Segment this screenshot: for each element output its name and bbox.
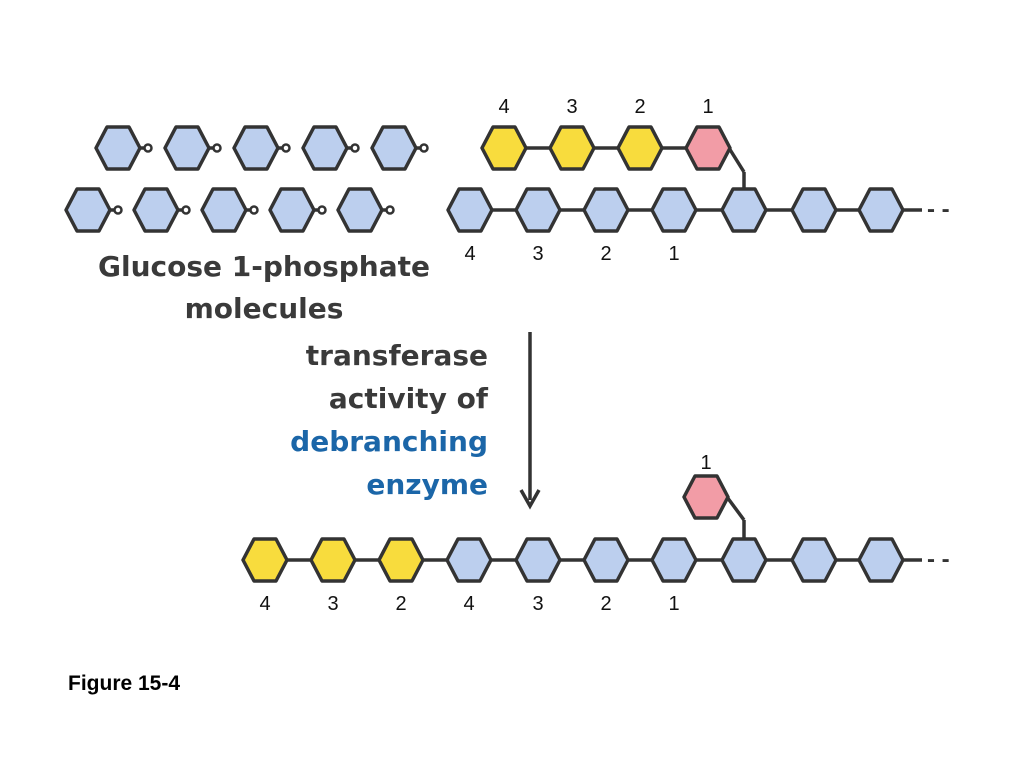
top-chain-continuation: - - <box>927 196 950 223</box>
top-branch-label-3: 3 <box>566 96 577 118</box>
enzyme-label-line3: debranching <box>290 425 488 458</box>
top-branch-label-2: 2 <box>634 96 645 118</box>
phosphate-group-8 <box>317 205 327 215</box>
figure-label: Figure 15-4 <box>68 672 181 695</box>
top-branch-label-4: 4 <box>498 96 509 118</box>
phosphate-group-9 <box>385 205 395 215</box>
top-chain-label-3: 3 <box>532 243 543 265</box>
free-glucose-1-phosphate-0 <box>94 125 142 171</box>
reaction-arrow <box>519 332 541 510</box>
bottom-main-glucose-3 <box>445 537 493 583</box>
bottom-chain-label-b4: 4 <box>463 593 474 615</box>
glucose-label-line1: Glucose 1-phosphate <box>98 250 430 283</box>
bottom-main-glucose-9 <box>857 537 905 583</box>
phosphate-group-5 <box>113 205 123 215</box>
top-main-glucose-6 <box>857 187 905 233</box>
bottom-main-glucose-1 <box>309 537 357 583</box>
bottom-main-glucose-6 <box>650 537 698 583</box>
top-branch-labels: 4 3 2 1 <box>498 96 713 118</box>
glucose-units <box>64 125 905 583</box>
top-chain-label-4: 4 <box>464 243 475 265</box>
enzyme-label-line4: enzyme <box>366 468 488 501</box>
phosphate-group-6 <box>181 205 191 215</box>
bottom-main-glucose-4 <box>514 537 562 583</box>
free-glucose-1-phosphate-8 <box>268 187 316 233</box>
glycosidic-bonds <box>110 146 922 562</box>
enzyme-label-line2: activity of <box>329 382 489 415</box>
phosphate-group-2 <box>281 143 291 153</box>
top-main-glucose-2 <box>582 187 630 233</box>
bottom-chain-labels: 4 3 2 4 3 2 1 <box>259 593 679 615</box>
free-glucose-1-phosphate-6 <box>132 187 180 233</box>
free-glucose-1-phosphate-2 <box>232 125 280 171</box>
top-main-glucose-3 <box>650 187 698 233</box>
glucose-label-line2: molecules <box>185 292 344 325</box>
free-glucose-1-phosphate-7 <box>200 187 248 233</box>
bottom-branch-label-1: 1 <box>700 452 711 474</box>
phosphate-group-0 <box>143 143 153 153</box>
top-chain-label-2: 2 <box>600 243 611 265</box>
free-glucose-1-phosphate-9 <box>336 187 384 233</box>
phosphate-group-4 <box>419 143 429 153</box>
bottom-chain-label-a3: 3 <box>327 593 338 615</box>
bottom-chain-label-b3: 3 <box>532 593 543 615</box>
top-branch-label-1: 1 <box>702 96 713 118</box>
phosphate-group-3 <box>350 143 360 153</box>
free-glucose-1-phosphate-1 <box>163 125 211 171</box>
enzyme-label-line1: transferase <box>306 339 488 372</box>
top-branch-glucose-2 <box>616 125 664 171</box>
bottom-main-glucose-7 <box>720 537 768 583</box>
top-branch-glucose-0 <box>480 125 528 171</box>
bottom-main-glucose-8 <box>790 537 838 583</box>
bottom-main-glucose-5 <box>582 537 630 583</box>
top-main-glucose-4 <box>720 187 768 233</box>
bottom-chain-continuation: - - <box>927 546 950 573</box>
bottom-chain-label-b1: 1 <box>668 593 679 615</box>
top-main-chain-labels: 4 3 2 1 <box>464 243 679 265</box>
free-glucose-1-phosphate-5 <box>64 187 112 233</box>
top-branch-link-a <box>727 147 746 173</box>
bottom-chain-label-b2: 2 <box>600 593 611 615</box>
top-main-glucose-1 <box>514 187 562 233</box>
bottom-main-glucose-0 <box>241 537 289 583</box>
top-main-glucose-5 <box>790 187 838 233</box>
free-glucose-1-phosphate-4 <box>370 125 418 171</box>
top-branch-glucose-3 <box>684 125 732 171</box>
bottom-branch-glucose-1 <box>682 474 730 520</box>
enzyme-label: transferase activity of debranching enzy… <box>290 339 489 501</box>
bottom-branch-link-a <box>725 495 746 522</box>
top-branch-glucose-1 <box>548 125 596 171</box>
bottom-chain-label-a4: 4 <box>259 593 270 615</box>
bottom-chain-label-a2: 2 <box>395 593 406 615</box>
top-chain-label-1: 1 <box>668 243 679 265</box>
phosphate-group-1 <box>212 143 222 153</box>
free-glucose-1-phosphate-3 <box>301 125 349 171</box>
top-main-glucose-0 <box>446 187 494 233</box>
bottom-main-glucose-2 <box>377 537 425 583</box>
phosphate-group-7 <box>249 205 259 215</box>
glucose-1-phosphate-label: Glucose 1-phosphate molecules <box>98 250 430 325</box>
